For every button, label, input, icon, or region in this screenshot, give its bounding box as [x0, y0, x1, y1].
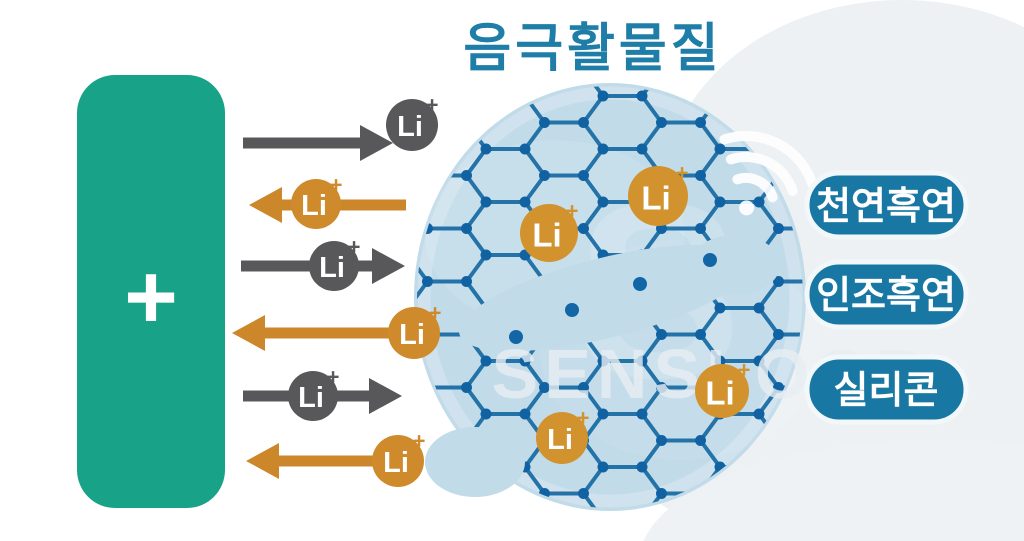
legend-item-artificial-graphite: 인조흑연 — [804, 259, 969, 330]
li-ion-gray: Li + — [386, 93, 439, 151]
li-ion-body — [291, 179, 341, 229]
li-ion-charge: + — [330, 173, 343, 198]
li-ion-body — [372, 435, 424, 487]
li-ion-body — [695, 364, 749, 418]
legend-item-silicon: 실리콘 — [804, 354, 969, 425]
legend-pill — [804, 354, 969, 425]
li-ion-label: Li — [298, 382, 324, 414]
li-ion-orange: Li + — [695, 358, 751, 418]
free-lithium-dot — [509, 330, 523, 344]
arrow-left-3 — [246, 443, 420, 479]
legend-label: 인조흑연 — [816, 275, 956, 317]
li-ion-orange: Li + — [520, 199, 579, 262]
lattice-gaps — [425, 235, 780, 497]
wifi-arc-3 — [719, 131, 818, 190]
free-lithium-dots — [509, 253, 717, 344]
li-ion-charge: + — [566, 199, 579, 224]
li-ion-body — [520, 204, 578, 262]
li-ion-orange: Li + — [291, 173, 343, 229]
legend-pill — [804, 170, 969, 240]
lattice-gap-bottom-left — [425, 427, 525, 497]
intercalated-lithium-ions: Li + Li + Li + Li + — [520, 161, 751, 464]
li-ion-charge: + — [413, 429, 426, 454]
li-ion-label: Li — [399, 319, 425, 351]
wifi-arc-2 — [725, 152, 798, 196]
electrode-body — [77, 75, 225, 508]
li-ion-gray: Li + — [309, 235, 361, 291]
lattice-gap-right — [690, 235, 780, 295]
free-lithium-dot — [703, 253, 717, 267]
plus-symbol: + — [124, 246, 178, 348]
li-ion-gray: Li + — [288, 365, 340, 421]
li-ion-label: Li — [547, 424, 573, 456]
li-ion-orange: Li + — [388, 301, 442, 359]
li-ion-body — [388, 307, 440, 359]
li-ion-label: Li — [397, 111, 423, 143]
li-ion-label: Li — [641, 180, 670, 217]
li-ion-orange: Li + — [628, 161, 689, 226]
li-ion-charge: + — [429, 301, 442, 326]
li-ion-body — [536, 412, 588, 464]
wifi-icon — [719, 131, 818, 216]
li-ion-body — [309, 241, 359, 291]
positive-electrode: + — [77, 75, 225, 508]
free-lithium-dot — [633, 277, 647, 291]
wifi-dot — [739, 200, 755, 216]
li-ion-charge: + — [738, 358, 751, 383]
legend-label: 천연흑연 — [816, 186, 956, 228]
li-ion-label: Li — [319, 252, 345, 284]
li-ion-label: Li — [705, 375, 734, 412]
swoosh-overlay — [643, 440, 1024, 541]
li-ion-orange: Li + — [372, 429, 426, 487]
wifi-arc-1 — [732, 173, 778, 203]
li-ion-body — [386, 99, 438, 151]
li-ion-charge: + — [577, 406, 590, 431]
li-ion-charge: + — [426, 93, 439, 118]
arrow-left-2 — [232, 315, 430, 351]
li-ion-charge: + — [676, 161, 689, 186]
legend-item-natural-graphite: 천연흑연 — [804, 170, 969, 240]
li-ion-label: Li — [532, 217, 561, 254]
li-ion-label: Li — [383, 447, 409, 479]
lattice-gap-band — [459, 244, 751, 352]
arrow-right-1 — [243, 125, 393, 161]
li-ion-body — [288, 371, 338, 421]
legend-label: 실리콘 — [834, 370, 939, 412]
legend: 천연흑연 인조흑연 실리콘 — [804, 170, 969, 425]
li-ion-orange: Li + — [536, 406, 590, 464]
li-ion-body — [628, 166, 688, 226]
page-title: 음극활물질 — [463, 20, 722, 78]
travelling-lithium-ions: Li + Li + Li + Li + Li + Li + — [288, 93, 442, 487]
legend-pill — [804, 259, 969, 330]
li-ion-charge: + — [327, 365, 340, 390]
free-lithium-dot — [565, 303, 579, 317]
li-ion-label: Li — [301, 190, 327, 222]
li-ion-charge: + — [348, 235, 361, 260]
